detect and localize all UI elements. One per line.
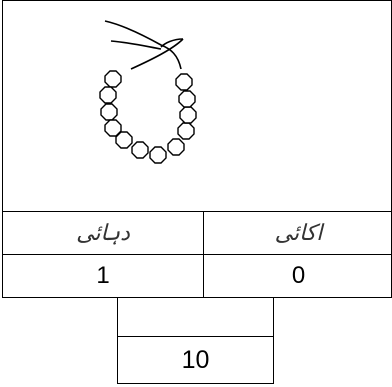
header-tens-label: دہائی bbox=[76, 220, 130, 246]
bead bbox=[104, 119, 122, 137]
header-ones-cell: اکائی bbox=[204, 212, 392, 254]
picture-panel bbox=[2, 0, 392, 212]
place-value-header-row: دہائی اکائی bbox=[2, 211, 392, 255]
place-value-digit-row: 1 0 bbox=[2, 254, 392, 298]
bead bbox=[179, 106, 197, 124]
total-box: 10 bbox=[117, 336, 274, 384]
bead-necklace-icon bbox=[99, 20, 197, 164]
bead bbox=[149, 146, 167, 164]
header-ones-label: اکائی bbox=[274, 220, 323, 246]
bead bbox=[177, 122, 195, 140]
connector-line-right bbox=[273, 297, 274, 337]
bead bbox=[167, 138, 185, 156]
header-tens-cell: دہائی bbox=[3, 212, 203, 254]
ones-digit-cell: 0 bbox=[204, 255, 392, 297]
column-divider bbox=[203, 255, 204, 297]
bead bbox=[100, 103, 118, 121]
bead bbox=[99, 86, 117, 104]
ones-digit: 0 bbox=[291, 262, 306, 289]
total-number: 10 bbox=[181, 345, 210, 374]
bead bbox=[115, 131, 133, 149]
bead bbox=[178, 90, 196, 108]
bead bbox=[131, 141, 149, 159]
tens-digit-cell: 1 bbox=[3, 255, 203, 297]
connector-line-left bbox=[117, 297, 118, 337]
bead bbox=[104, 70, 122, 88]
column-divider bbox=[203, 212, 204, 254]
tens-digit: 1 bbox=[96, 262, 110, 289]
bead bbox=[175, 73, 193, 91]
